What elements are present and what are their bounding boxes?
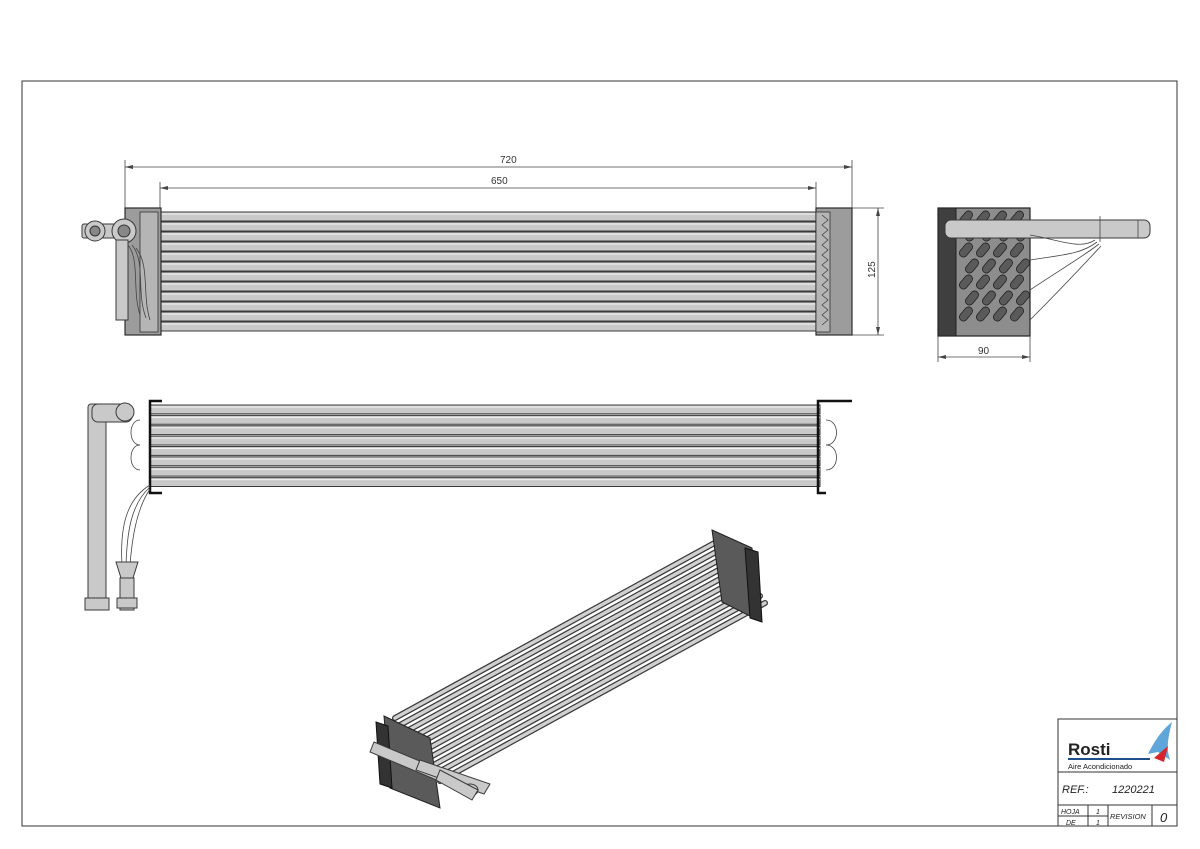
dimension-720: 720 bbox=[124, 155, 853, 210]
revision-label: REVISION bbox=[1110, 812, 1146, 821]
top-tube bbox=[149, 466, 821, 477]
hoja-label: HOJA bbox=[1061, 809, 1080, 816]
dimension-125: 125 bbox=[852, 207, 884, 336]
front-tube bbox=[157, 251, 819, 262]
side-slot bbox=[959, 306, 973, 322]
isometric-view bbox=[369, 529, 768, 809]
de-value: 1 bbox=[1096, 820, 1100, 827]
dimension-90: 90 bbox=[937, 336, 1031, 362]
side-slot bbox=[1010, 242, 1024, 258]
dimension-125-label: 125 bbox=[867, 261, 878, 278]
side-slot bbox=[1010, 306, 1024, 322]
de-label: DE bbox=[1066, 820, 1076, 827]
top-view-tubes bbox=[149, 404, 821, 487]
brand-subtitle: Aire Acondicionado bbox=[1068, 762, 1132, 771]
top-tube bbox=[149, 414, 821, 425]
hoja-value: 1 bbox=[1096, 809, 1100, 816]
revision-value: 0 bbox=[1160, 810, 1168, 825]
sheet-border bbox=[21, 80, 1178, 827]
front-tube bbox=[157, 241, 819, 252]
title-block: Rosti Aire Acondicionado REF.: 1220221 H… bbox=[1057, 718, 1178, 827]
front-tube bbox=[157, 221, 819, 232]
side-slot bbox=[976, 242, 990, 258]
side-slot bbox=[959, 242, 973, 258]
side-slot bbox=[965, 290, 979, 306]
top-tube bbox=[149, 404, 821, 415]
front-tube bbox=[157, 291, 819, 302]
ref-label: REF.: bbox=[1062, 784, 1089, 796]
side-slot bbox=[982, 290, 996, 306]
front-tube bbox=[157, 261, 819, 272]
rosti-logo: Rosti Aire Acondicionado bbox=[1068, 722, 1172, 771]
vertical-inlet-pipe bbox=[87, 403, 107, 611]
front-view: 720 650 125 bbox=[81, 155, 884, 336]
front-tube bbox=[157, 321, 819, 332]
side-slot bbox=[1016, 290, 1030, 306]
side-slot bbox=[965, 258, 979, 274]
isometric-tubes bbox=[392, 537, 768, 784]
side-slot bbox=[1010, 274, 1024, 290]
front-view-tubes bbox=[157, 211, 819, 332]
side-slot bbox=[976, 306, 990, 322]
side-slot bbox=[959, 274, 973, 290]
side-view-pipe bbox=[944, 219, 1151, 239]
side-slot bbox=[999, 290, 1013, 306]
side-view: 90 bbox=[937, 207, 1151, 362]
top-tube bbox=[149, 477, 821, 487]
side-slot bbox=[993, 274, 1007, 290]
top-tube bbox=[149, 446, 821, 456]
top-tube bbox=[149, 456, 821, 467]
front-tube bbox=[157, 311, 819, 322]
dimension-650-label: 650 bbox=[491, 176, 508, 187]
top-view bbox=[84, 399, 852, 611]
side-slot bbox=[993, 242, 1007, 258]
front-tube bbox=[157, 301, 819, 312]
front-tube bbox=[157, 231, 819, 242]
front-tube bbox=[157, 211, 819, 222]
dimension-720-label: 720 bbox=[500, 155, 517, 166]
side-slot bbox=[999, 258, 1013, 274]
side-slot bbox=[982, 258, 996, 274]
dimension-90-label: 90 bbox=[978, 346, 990, 357]
side-slot bbox=[976, 274, 990, 290]
top-tube bbox=[149, 435, 821, 446]
front-tube bbox=[157, 271, 819, 282]
side-slot bbox=[1016, 258, 1030, 274]
top-tube bbox=[149, 425, 821, 436]
dimension-650: 650 bbox=[159, 176, 817, 210]
brand-name: Rosti bbox=[1068, 740, 1111, 759]
side-slot bbox=[993, 306, 1007, 322]
front-tube bbox=[157, 281, 819, 292]
ref-value: 1220221 bbox=[1112, 784, 1155, 796]
